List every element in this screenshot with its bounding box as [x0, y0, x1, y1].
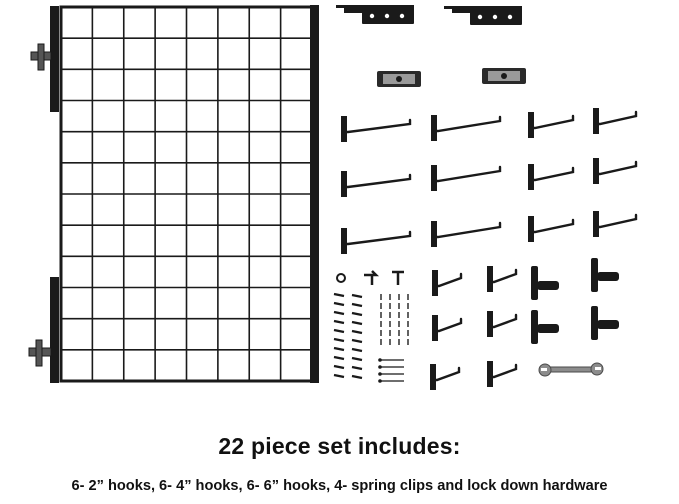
lower-mount-screw	[28, 339, 52, 367]
spring-clips	[531, 258, 619, 344]
upper-mount-screw	[30, 43, 52, 71]
right-frame-bar	[310, 5, 319, 383]
product-photo	[28, 5, 638, 390]
lock-down-plates	[377, 68, 526, 87]
small-hardware	[333, 270, 409, 383]
wrench	[538, 362, 604, 377]
lower-side-bracket	[50, 277, 59, 383]
set-contents-details: 6- 2” hooks, 6- 4” hooks, 6- 6” hooks, 4…	[71, 478, 608, 494]
peg-hooks	[341, 108, 638, 390]
wall-brackets	[336, 5, 522, 25]
set-headline: 22 piece set includes:	[218, 433, 461, 459]
grid-wires	[61, 7, 312, 381]
grid-panel	[28, 5, 319, 383]
upper-side-bracket	[50, 6, 59, 112]
